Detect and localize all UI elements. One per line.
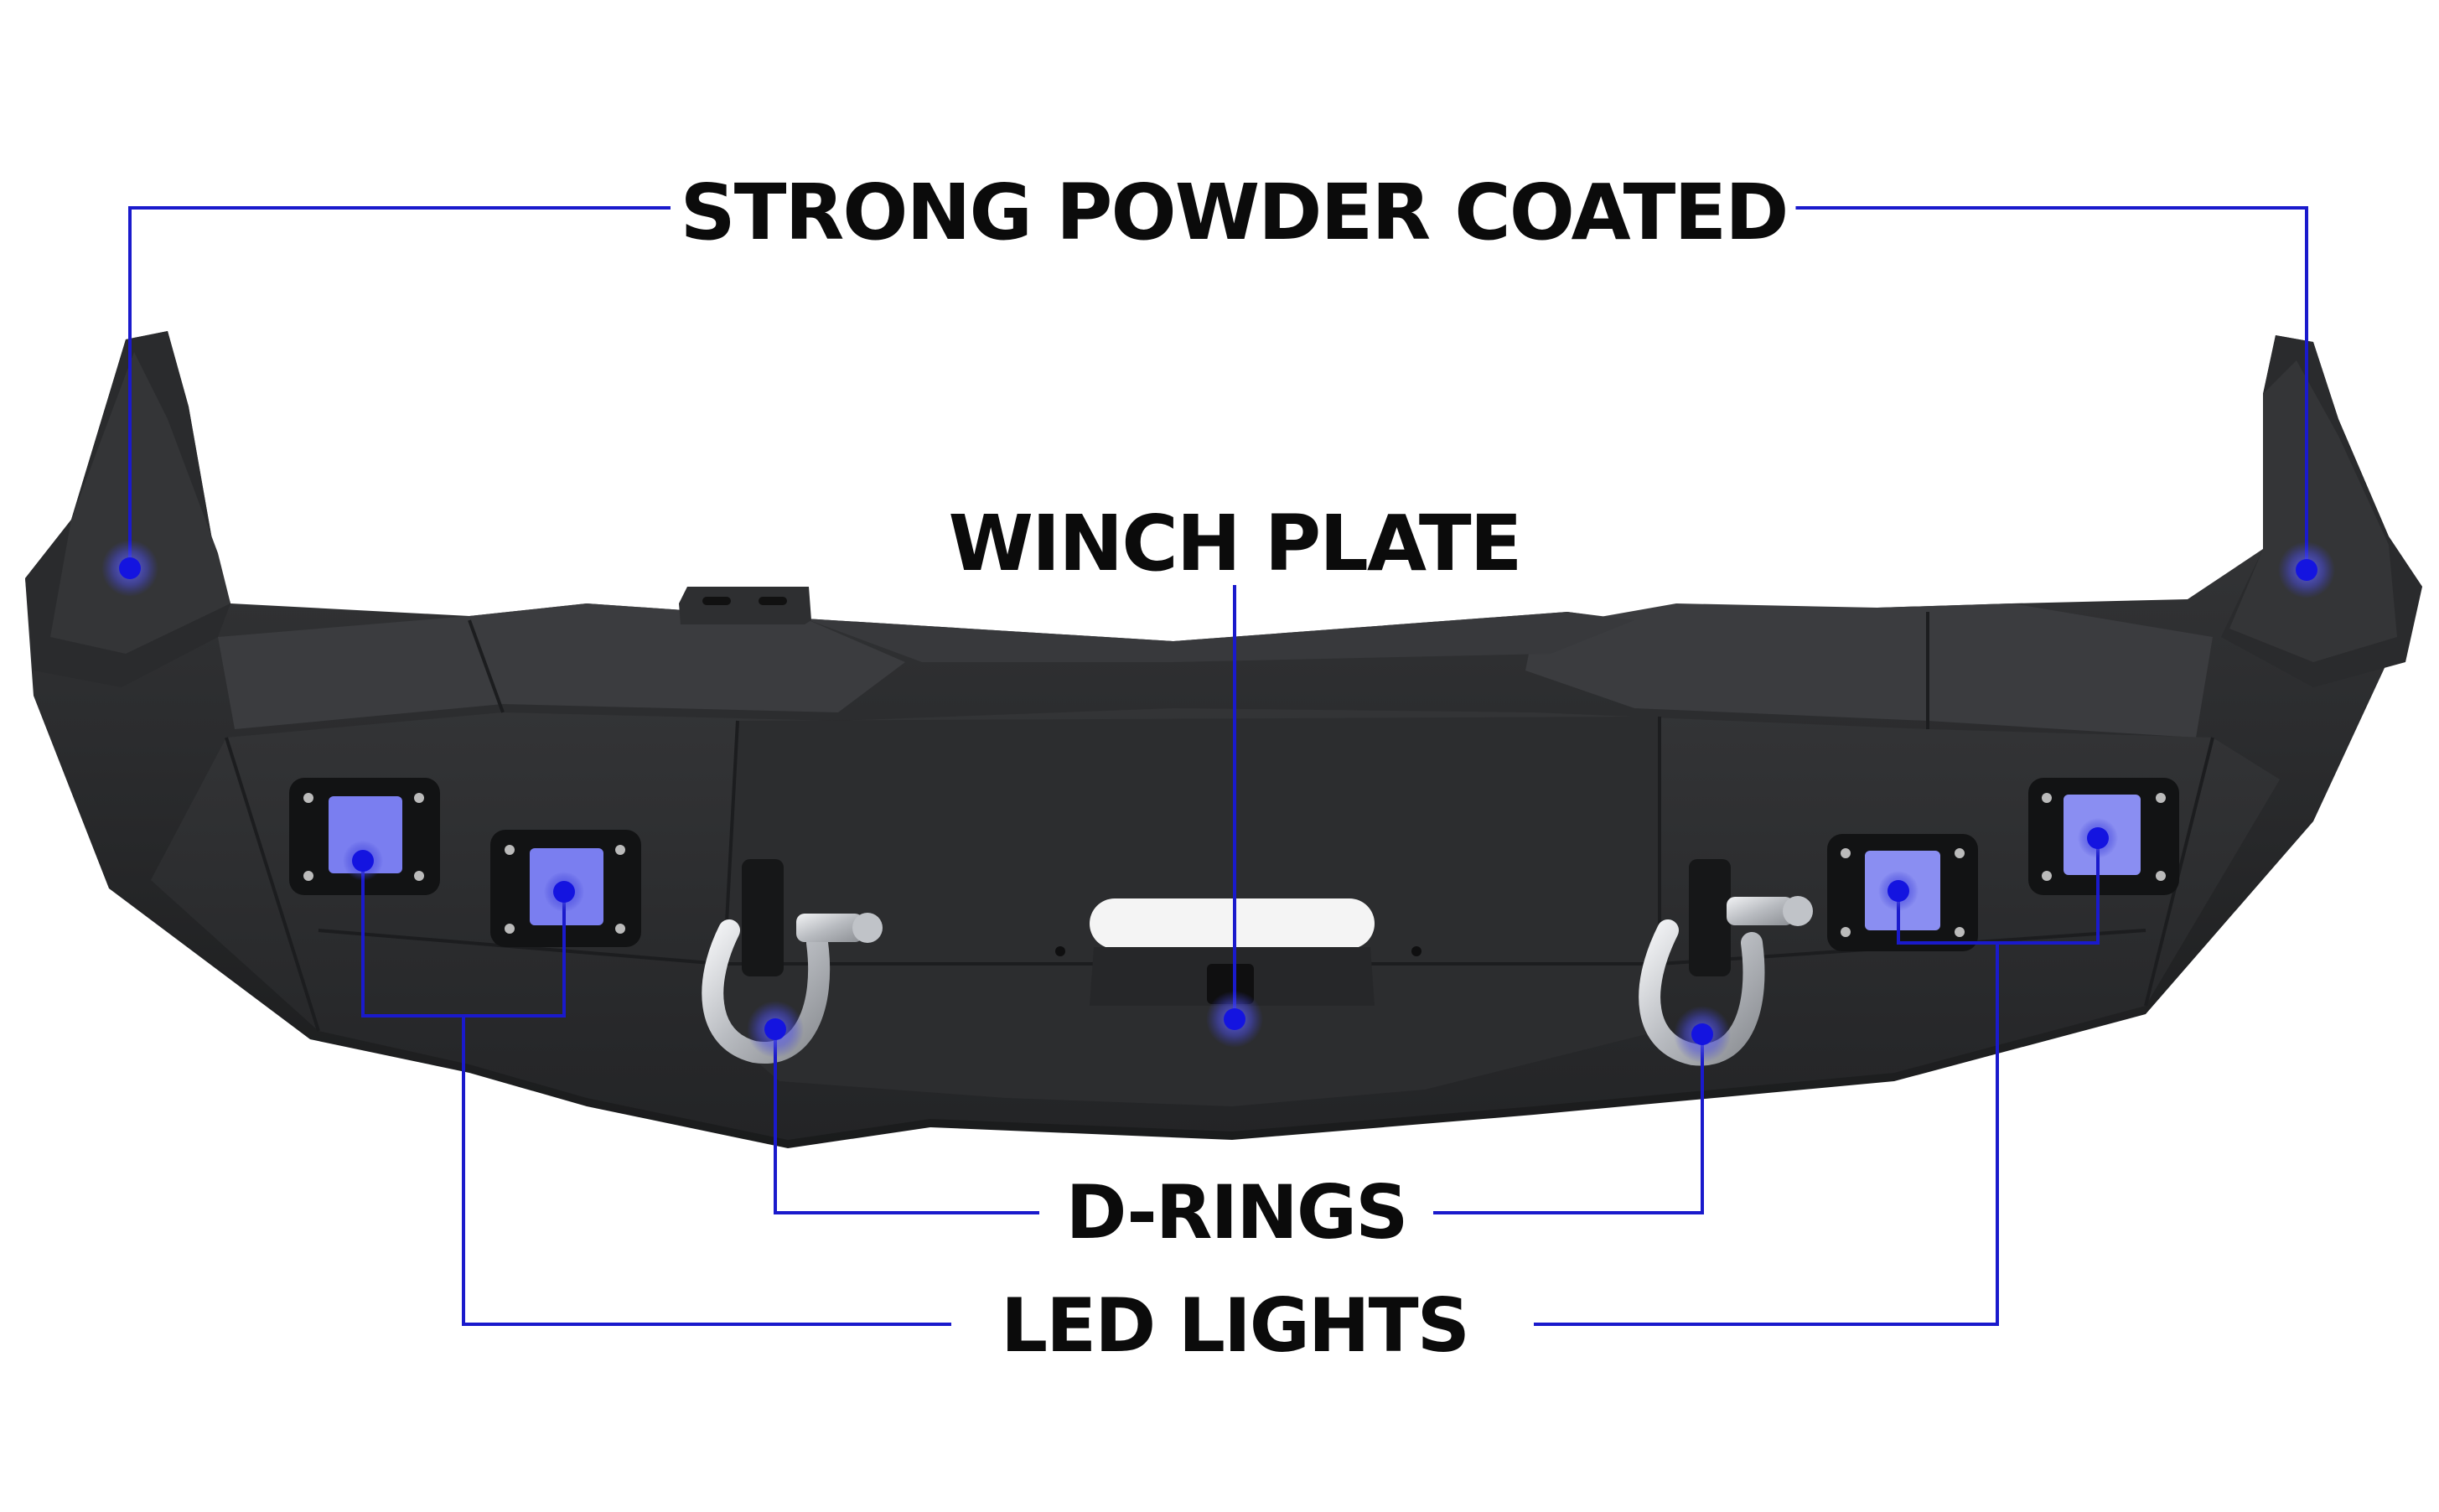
winch-slot bbox=[1090, 898, 1375, 949]
top-plate-right bbox=[1525, 603, 2213, 738]
label-d-rings: D-RINGS bbox=[1057, 1176, 1416, 1250]
d-ring-left bbox=[702, 859, 883, 1064]
blue-dot-icon bbox=[101, 540, 158, 597]
label-led-lights: LED LIGHTS bbox=[992, 1289, 1477, 1363]
mount-bracket bbox=[679, 587, 811, 624]
center-ridge bbox=[805, 612, 1634, 662]
top-plate-left bbox=[218, 603, 905, 729]
callout-line-powder-right bbox=[1794, 206, 2308, 570]
callout-line-led-left bbox=[462, 1016, 951, 1326]
label-winch-plate: WINCH PLATE bbox=[940, 505, 1530, 583]
callout-line-drings-left bbox=[774, 1029, 1039, 1214]
right-wing-face bbox=[2229, 360, 2397, 662]
blue-dot-icon bbox=[1674, 1006, 1731, 1063]
blue-dot-icon bbox=[343, 841, 383, 881]
blue-dot-icon bbox=[544, 872, 584, 912]
blue-dot-icon bbox=[1206, 991, 1263, 1048]
blue-dot-icon bbox=[2078, 818, 2118, 858]
callout-line-led-right bbox=[1534, 943, 1999, 1326]
blue-dot-icon bbox=[1878, 871, 1919, 911]
left-wing-face bbox=[50, 352, 230, 654]
label-strong-powder-coated: STRONG POWDER COATED bbox=[671, 174, 1796, 251]
blue-dot-icon bbox=[2278, 541, 2335, 598]
callout-lines bbox=[128, 206, 2308, 1326]
callout-line-drings-right bbox=[1433, 1034, 1704, 1214]
callout-dots bbox=[101, 540, 2335, 1063]
blue-dot-icon bbox=[747, 1001, 804, 1058]
callout-line-powder-left bbox=[128, 206, 671, 568]
